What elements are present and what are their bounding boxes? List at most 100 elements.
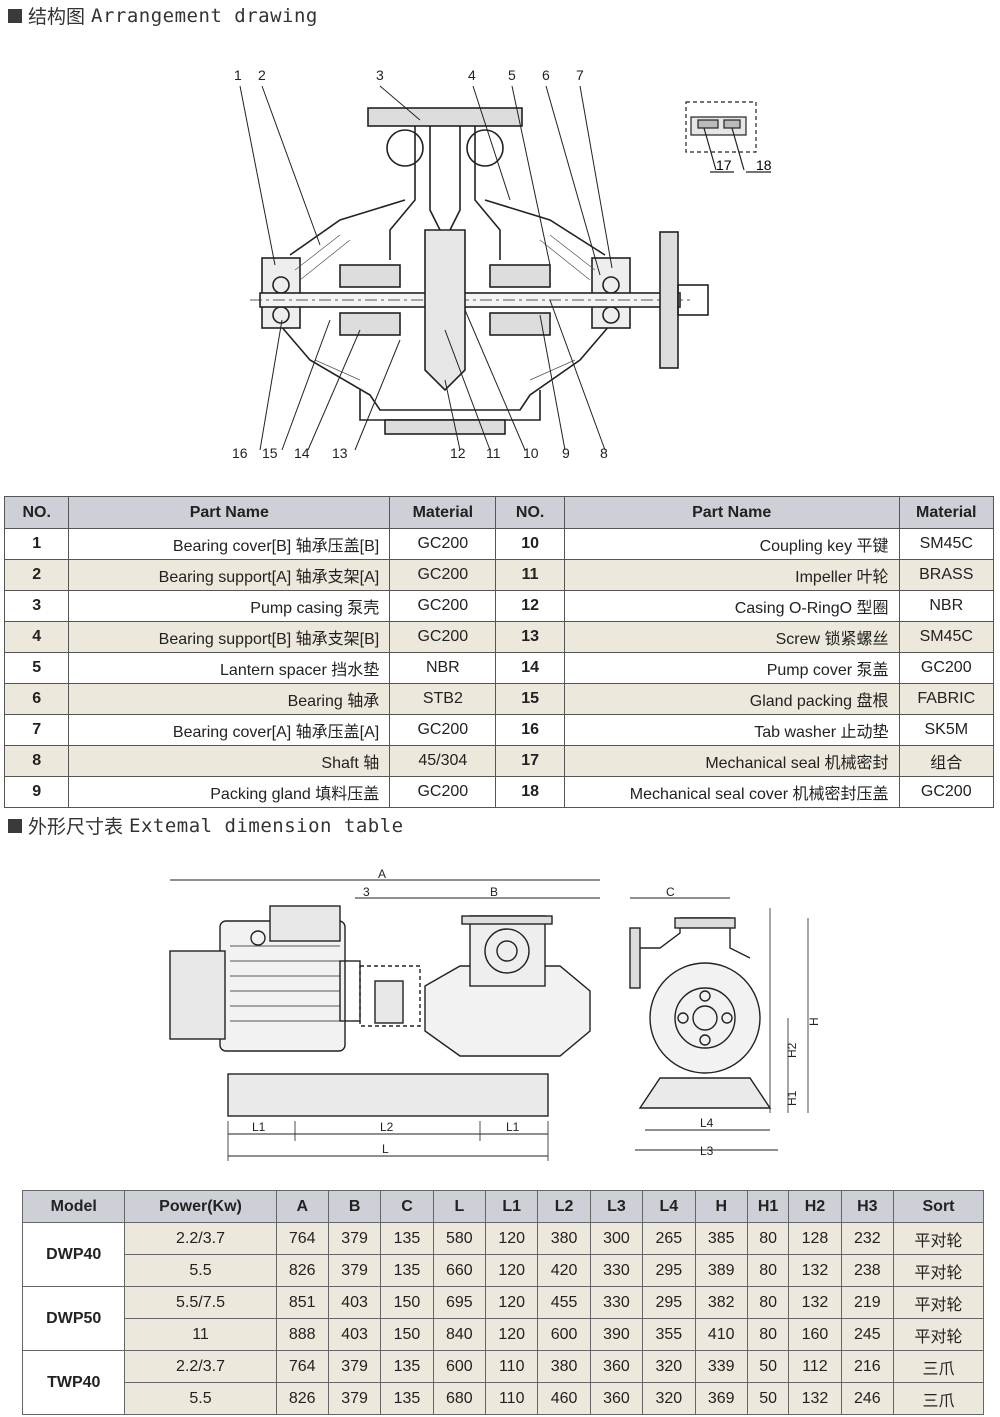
parts-cell-no1: 2: [3, 559, 70, 591]
dims-cell: 295: [642, 1254, 696, 1287]
dims-cell: 135: [380, 1254, 434, 1287]
dims-cell: 150: [380, 1286, 434, 1319]
parts-cell-no1: 9: [3, 776, 70, 808]
dims-cell: 320: [642, 1350, 696, 1383]
dims-cell: 360: [589, 1350, 644, 1383]
parts-cell-mat1: GC200: [389, 621, 497, 653]
dims-cell: 50: [746, 1350, 790, 1383]
dims-cell: 11: [124, 1318, 277, 1351]
dims-cell: 680: [432, 1382, 487, 1415]
dims-cell: 132: [788, 1254, 842, 1287]
dims-header-cell: H3: [840, 1190, 895, 1223]
callout-6: 6: [542, 67, 550, 83]
model-cell: DWP50: [21, 1286, 126, 1351]
dims-cell: 平对轮: [893, 1254, 984, 1287]
dims-cell: 764: [275, 1222, 329, 1255]
dims-cell: 232: [840, 1222, 895, 1255]
dims-header-cell: Model: [21, 1190, 126, 1223]
dims-cell: 110: [485, 1382, 539, 1415]
dims-header-cell: Sort: [893, 1190, 984, 1223]
parts-cell-name1: Bearing cover[A] 轴承压盖[A]: [68, 714, 391, 746]
dims-header-cell: A: [275, 1190, 329, 1223]
dims-cell: 135: [380, 1350, 434, 1383]
section-title-dimension: 外形尺寸表 Extemal dimension table: [8, 812, 404, 839]
dims-cell: 369: [694, 1382, 748, 1415]
dims-cell: 382: [694, 1286, 748, 1319]
parts-cell-no2: 13: [495, 621, 565, 653]
parts-cell-name1: Bearing cover[B] 轴承压盖[B]: [68, 528, 391, 560]
dims-cell: 132: [788, 1286, 842, 1319]
parts-cell-mat2: FABRIC: [898, 683, 995, 715]
dims-cell: 135: [380, 1222, 434, 1255]
dimension-drawing-front: C L4 L3 H3 H2 H1 H: [629, 885, 821, 1158]
dim-label-h1: H1: [785, 1090, 799, 1106]
parts-cell-name1: Bearing support[A] 轴承支架[A]: [68, 559, 391, 591]
dims-cell: 764: [275, 1350, 329, 1383]
dims-cell: 110: [485, 1350, 539, 1383]
parts-cell-name2: Tab washer 止动垫: [563, 714, 900, 746]
parts-cell-mat2: SM45C: [898, 528, 995, 560]
callout-14: 14: [294, 445, 310, 461]
dims-cell: 460: [537, 1382, 591, 1415]
dims-cell: 216: [840, 1350, 895, 1383]
dims-cell: 265: [642, 1222, 696, 1255]
parts-cell-no1: 7: [3, 714, 70, 746]
header-material: Material: [389, 496, 497, 529]
callout-9: 9: [562, 445, 570, 461]
callout-18: 18: [756, 157, 772, 173]
callout-16: 16: [232, 445, 248, 461]
seal-detail-drawing: 17 18: [685, 101, 772, 173]
parts-cell-name2: Gland packing 盘根: [563, 683, 900, 715]
parts-cell-mat2: BRASS: [898, 559, 995, 591]
arrangement-drawing: 1 2 3 4 5 6 7 16 15 14 13 12 11 10 9 8: [232, 67, 709, 461]
callout-4: 4: [468, 67, 476, 83]
dims-cell: 379: [327, 1382, 382, 1415]
dims-header-cell: L: [432, 1190, 487, 1223]
dims-cell: 150: [380, 1318, 434, 1351]
dims-header-cell: L3: [589, 1190, 644, 1223]
parts-cell-name1: Shaft 轴: [68, 745, 391, 777]
dimension-drawing-side: A 3 B L1 L2 L1 L: [169, 867, 600, 1161]
parts-table: NO. Part Name Material NO. Part Name Mat…: [3, 496, 995, 808]
parts-cell-no1: 8: [3, 745, 70, 777]
parts-cell-name1: Packing gland 填料压盖: [68, 776, 391, 808]
dims-cell: 245: [840, 1318, 895, 1351]
parts-cell-no1: 1: [3, 528, 70, 560]
parts-cell-name2: Mechanical seal 机械密封: [563, 745, 900, 777]
callout-10: 10: [523, 445, 539, 461]
dims-cell: 385: [694, 1222, 748, 1255]
header-part-name: Part Name: [68, 496, 391, 529]
parts-cell-no2: 15: [495, 683, 565, 715]
callout-15: 15: [262, 445, 278, 461]
parts-cell-mat1: NBR: [389, 652, 497, 684]
dims-cell: 403: [327, 1286, 382, 1319]
section-title-arrangement: 结构图 Arrangement drawing: [8, 2, 318, 29]
dims-cell: 660: [432, 1254, 487, 1287]
section-title-en: Arrangement drawing: [91, 4, 318, 27]
dims-cell: 379: [327, 1254, 382, 1287]
dims-cell: 380: [537, 1350, 591, 1383]
callout-2: 2: [258, 67, 266, 83]
parts-cell-name1: Bearing support[B] 轴承支架[B]: [68, 621, 391, 653]
parts-cell-mat2: SM45C: [898, 621, 995, 653]
dim-label-3: 3: [363, 885, 370, 899]
dims-cell: 2.2/3.7: [124, 1222, 277, 1255]
dims-cell: 455: [537, 1286, 591, 1319]
section-title-cn: 外形尺寸表: [28, 816, 124, 838]
dims-cell: 403: [327, 1318, 382, 1351]
dims-cell: 80: [746, 1222, 790, 1255]
dims-cell: 135: [380, 1382, 434, 1415]
callout-13: 13: [332, 445, 348, 461]
callout-17: 17: [716, 157, 732, 173]
callout-11: 11: [486, 445, 501, 461]
dims-cell: 246: [840, 1382, 895, 1415]
